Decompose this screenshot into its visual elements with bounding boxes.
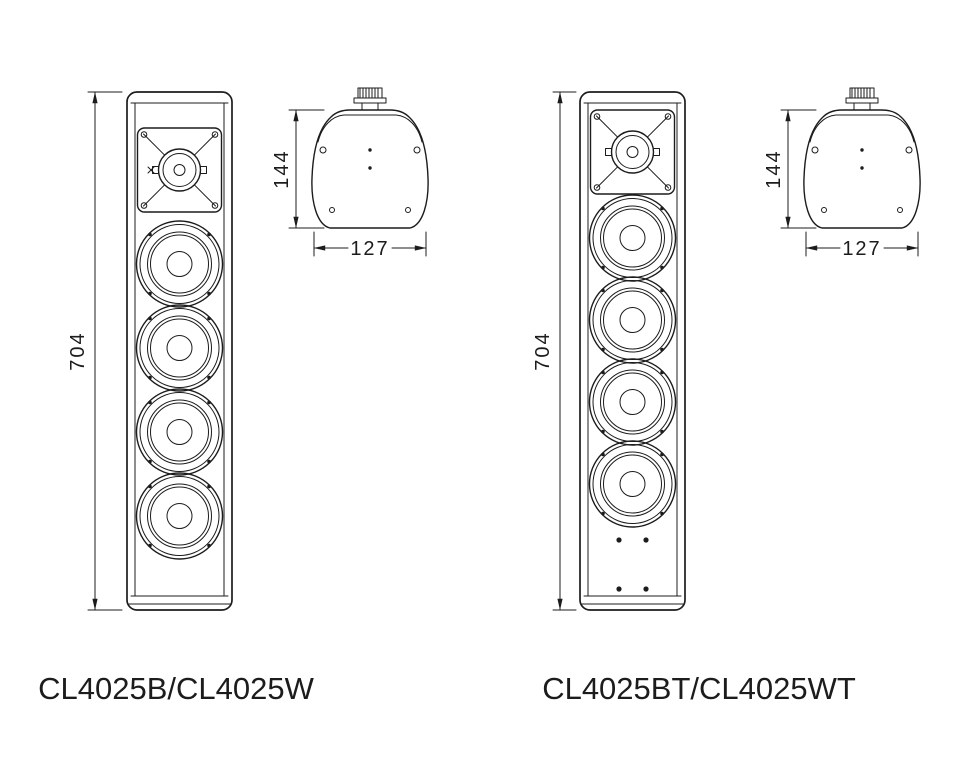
right-height-dim-label: 704	[532, 331, 554, 370]
left-width-dimension: 127	[313, 231, 427, 260]
right-height-dimension: 704	[532, 91, 577, 611]
left-top-view: 144 127	[271, 87, 429, 260]
right-front-view: 704	[532, 91, 686, 611]
right-model-label: CL4025BT/CL4025WT	[542, 671, 856, 706]
left-height-dim-label: 704	[67, 331, 89, 370]
right-depth-dim-label: 144	[763, 149, 785, 188]
left-model-label: CL4025B/CL4025W	[38, 671, 314, 706]
left-width-dim-label: 127	[350, 238, 389, 260]
left-depth-dimension: 144	[271, 109, 325, 229]
left-top-view-body	[311, 87, 429, 229]
right-woofer-2	[588, 276, 677, 364]
right-top-view-body	[803, 87, 921, 229]
left-woofer-3	[135, 388, 224, 476]
right-cabinet-outline	[579, 91, 686, 611]
right-depth-dimension: 144	[763, 109, 817, 229]
right-woofer-1	[588, 194, 677, 282]
polarity-mark	[147, 166, 155, 174]
right-woofer-4	[588, 440, 677, 528]
left-woofer-1	[135, 220, 224, 308]
left-height-dimension: 704	[67, 91, 123, 611]
left-cabinet-outline	[126, 91, 233, 611]
left-tweeter	[136, 127, 223, 213]
left-woofer-4	[135, 472, 224, 560]
right-width-dimension: 127	[805, 231, 919, 260]
right-top-view: 144 127	[763, 87, 921, 260]
left-woofer-2	[135, 304, 224, 392]
left-front-view: 704	[67, 91, 233, 611]
right-tweeter	[589, 109, 676, 195]
left-depth-dim-label: 144	[271, 149, 293, 188]
right-width-dim-label: 127	[842, 238, 881, 260]
right-woofer-3	[588, 358, 677, 446]
right-port-holes	[616, 537, 649, 592]
